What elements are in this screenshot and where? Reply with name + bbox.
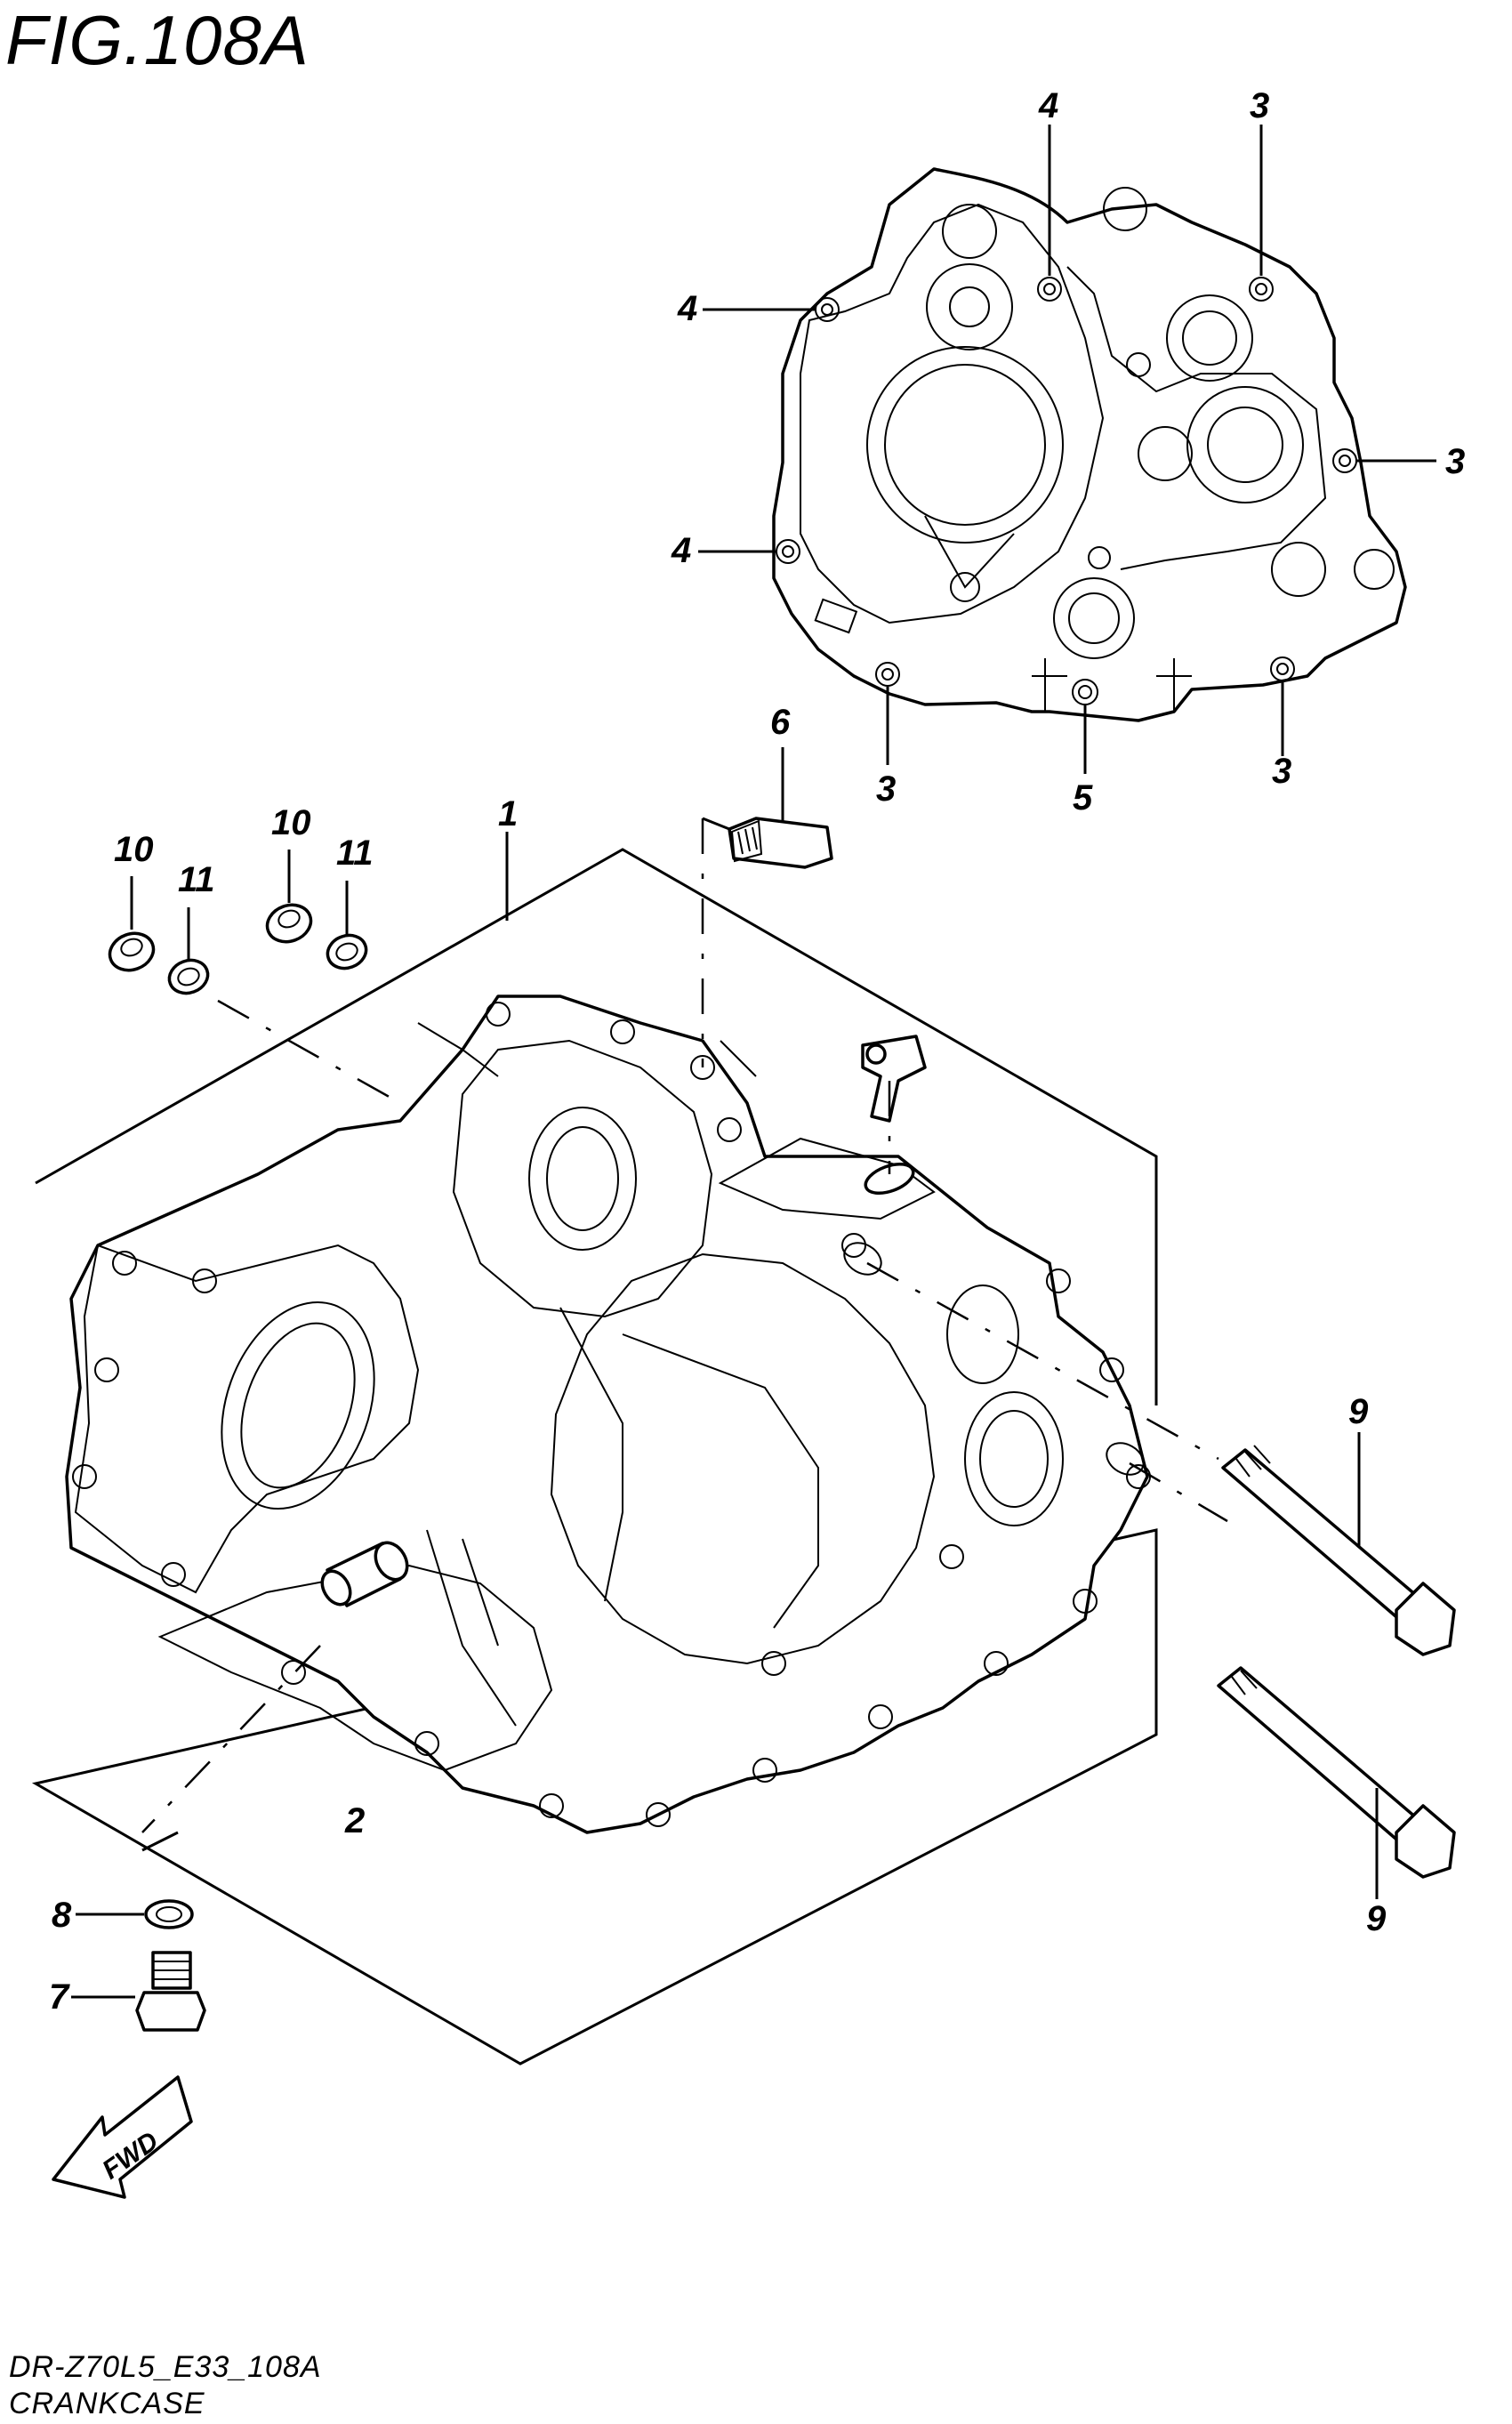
dashed-leaders bbox=[141, 818, 1228, 1852]
callout-9a: 9 bbox=[1348, 1392, 1369, 1431]
part-11-washer-right bbox=[326, 881, 368, 970]
model-code: DR-Z70L5_E33_108A bbox=[9, 2350, 322, 2384]
part-6-plate bbox=[702, 747, 833, 869]
part-10-nut-right bbox=[265, 850, 313, 944]
callout-6: 6 bbox=[770, 703, 791, 742]
callout-1: 1 bbox=[498, 794, 518, 834]
callout-4c: 4 bbox=[671, 531, 691, 570]
callout-4a: 4 bbox=[1038, 86, 1058, 125]
callout-8: 8 bbox=[52, 1896, 72, 1935]
crankcase-body bbox=[65, 995, 1151, 1834]
part-9-bolt-lower bbox=[1217, 1666, 1456, 1899]
callout-3d: 3 bbox=[1272, 752, 1291, 791]
callout-5: 5 bbox=[1073, 778, 1093, 817]
part-9-bolt-upper bbox=[1221, 1432, 1456, 1656]
callout-11b: 11 bbox=[336, 834, 374, 873]
part-7-drain-plug bbox=[71, 1951, 206, 2032]
figure-title: FIG.108A bbox=[5, 1, 310, 79]
callout-3c: 3 bbox=[1445, 442, 1465, 481]
forward-arrow-icon: FWD bbox=[52, 2075, 193, 2199]
section-name: CRANKCASE bbox=[9, 2387, 205, 2420]
callout-9b: 9 bbox=[1366, 1899, 1387, 1938]
part-8-washer bbox=[76, 1899, 194, 1929]
callout-3a: 3 bbox=[1250, 86, 1269, 125]
callout-10b: 10 bbox=[271, 803, 311, 842]
callout-7: 7 bbox=[49, 1977, 70, 2017]
gasket-leaders bbox=[698, 125, 1436, 774]
callout-2: 2 bbox=[344, 1801, 365, 1840]
crankcase-gasket bbox=[772, 167, 1407, 722]
callout-11a: 11 bbox=[178, 860, 215, 899]
part-11-washer-left bbox=[167, 907, 210, 995]
callout-3b: 3 bbox=[876, 769, 896, 809]
callout-10a: 10 bbox=[114, 830, 154, 869]
part-10-nut-left bbox=[108, 876, 156, 972]
callout-4b: 4 bbox=[677, 289, 697, 328]
callout-layer: 4 3 4 3 4 3 5 3 6 1 10 11 10 11 9 9 2 8 7 bbox=[49, 86, 1465, 2017]
